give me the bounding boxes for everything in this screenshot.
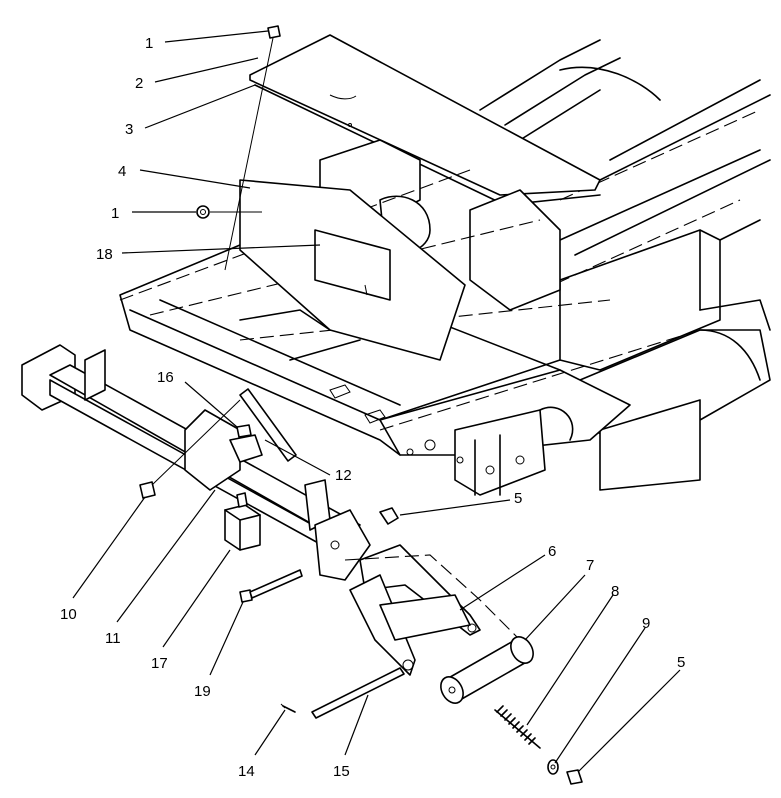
callout-3: 3	[125, 121, 133, 138]
callout-6: 6	[548, 543, 556, 560]
roller-bracket-6	[344, 544, 521, 676]
bolt-12	[239, 388, 297, 462]
callout-5-upper: 5	[514, 490, 522, 507]
callout-labels: 1 2 3 4 1 18 16 12 5 6 7 8 9 5 10 11 17 …	[60, 35, 685, 780]
nut-16	[229, 424, 263, 463]
callout-14: 14	[238, 763, 255, 780]
roller-7	[440, 636, 534, 704]
callout-4: 4	[118, 163, 126, 180]
bumper-17	[224, 492, 261, 551]
nut-5-lower	[566, 769, 583, 785]
callout-1-mid: 1	[111, 205, 119, 222]
bolt-1	[224, 25, 281, 271]
callout-9: 9	[642, 615, 650, 632]
callout-19: 19	[194, 683, 211, 700]
bolt-10	[139, 399, 241, 499]
leader-lines	[72, 30, 681, 773]
callout-5-lower: 5	[677, 654, 685, 671]
nut-1	[196, 205, 262, 219]
callout-12: 12	[335, 467, 352, 484]
cotter-pin-14	[280, 703, 296, 713]
bolt-19	[239, 569, 303, 603]
callout-18: 18	[96, 246, 113, 263]
callout-16: 16	[157, 369, 174, 386]
pin-15	[311, 667, 405, 719]
callout-2: 2	[135, 75, 143, 92]
callout-7: 7	[586, 557, 594, 574]
callout-1-top: 1	[145, 35, 153, 52]
nut-5-upper	[379, 507, 399, 525]
cover-plate	[249, 34, 601, 206]
shield-panel	[239, 179, 466, 361]
front-crossbar	[21, 344, 371, 581]
callout-17: 17	[151, 655, 168, 672]
callout-11: 11	[105, 630, 121, 647]
washer-9	[547, 759, 559, 775]
callout-8: 8	[611, 583, 619, 600]
callout-10: 10	[60, 606, 77, 623]
callout-15: 15	[333, 763, 350, 780]
spring-8	[494, 705, 541, 749]
frame-rails	[479, 39, 771, 491]
